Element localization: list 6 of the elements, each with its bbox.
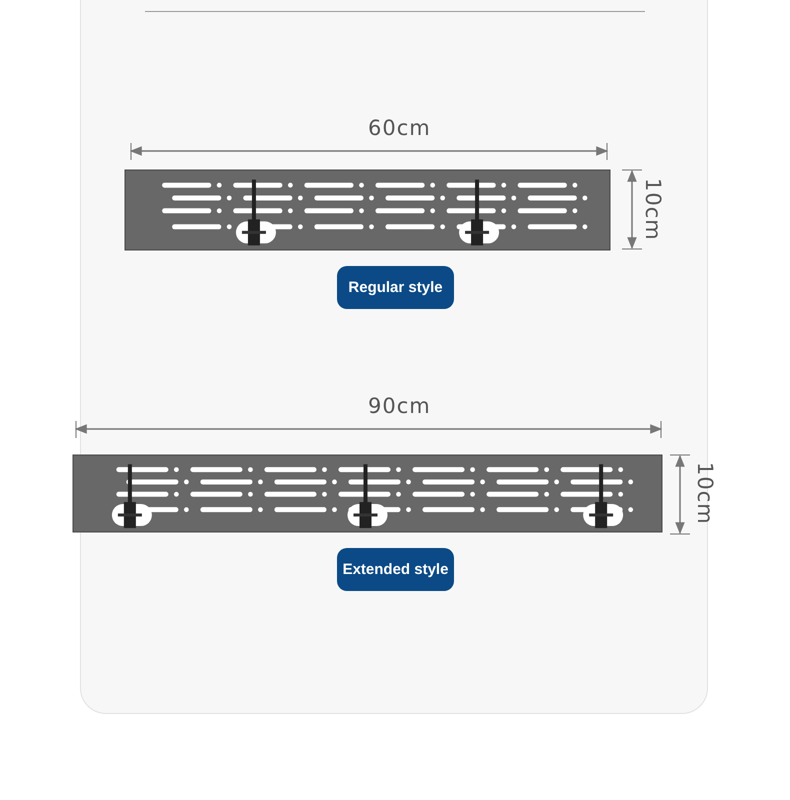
- dimension-label: 10cm: [694, 462, 715, 525]
- dimension-label: 60cm: [368, 118, 431, 139]
- dimension-label: 90cm: [368, 396, 431, 417]
- dimension-label: 10cm: [642, 178, 663, 241]
- style-badge: Extended style: [337, 548, 454, 591]
- style-badge: Regular style: [337, 266, 454, 309]
